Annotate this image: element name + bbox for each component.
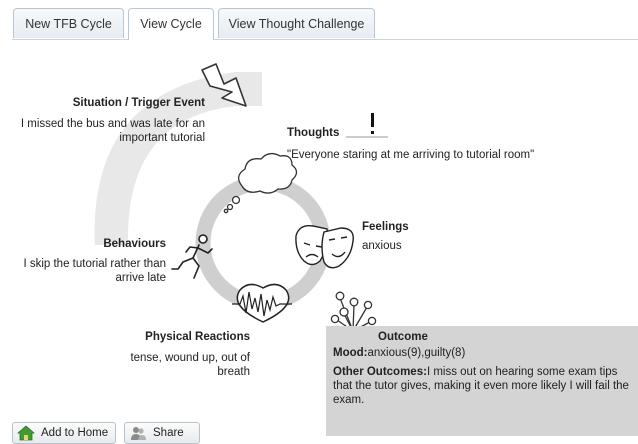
physical-reactions-text: tense, wound up, out of breath [130, 352, 250, 378]
lightning-arrow-icon [201, 63, 247, 107]
feelings-text: anxious [362, 240, 402, 252]
situation-text: I missed the bus and was late for an imp… [20, 118, 205, 144]
heartbeat-icon [232, 283, 292, 323]
behaviours-text: I skip the tutorial rather than arrive l… [23, 258, 166, 284]
mood-value: anxious(9),guilty(8) [367, 347, 466, 359]
feelings-title: Feelings [362, 221, 409, 233]
mood-label: Mood: [333, 347, 368, 359]
thoughts-title: Thoughts [287, 127, 340, 139]
share-people-icon [131, 427, 146, 440]
theatre-masks-icon [295, 225, 354, 269]
exclamation-icon [346, 113, 388, 138]
trigger-arc [94, 72, 262, 245]
behaviours-title: Behaviours [103, 238, 166, 250]
other-outcomes-label: Other Outcomes: [333, 366, 427, 378]
share-button[interactable]: Share [124, 422, 200, 444]
tab-view-thought-challenge[interactable]: View Thought Challenge [218, 8, 375, 38]
tab-new-tfb-cycle[interactable]: New TFB Cycle [13, 8, 124, 38]
physical-reactions-title: Physical Reactions [145, 331, 250, 343]
running-person-icon [171, 234, 213, 279]
outcome-panel: Outcome Mood:anxious(9),guilty(8) Other … [326, 326, 638, 436]
other-outcomes: Other Outcomes:I miss out on hearing som… [333, 365, 632, 407]
tab-bar: New TFB Cycle View Cycle View Thought Ch… [0, 0, 638, 40]
thought-bubble-icon [223, 152, 298, 214]
tab-view-cycle[interactable]: View Cycle [128, 8, 214, 40]
outcome-mood: Mood:anxious(9),guilty(8) [333, 346, 632, 360]
outcome-title: Outcome [378, 331, 428, 343]
home-icon [17, 425, 35, 441]
tab-underline [12, 39, 638, 40]
add-to-home-label: Add to Home [41, 427, 109, 439]
situation-title: Situation / Trigger Event [72, 97, 205, 109]
thoughts-text: "Everyone staring at me arriving to tuto… [287, 149, 535, 161]
other-outcomes-value: I miss out on hearing some exam tips tha… [333, 366, 629, 406]
share-label: Share [153, 427, 184, 439]
